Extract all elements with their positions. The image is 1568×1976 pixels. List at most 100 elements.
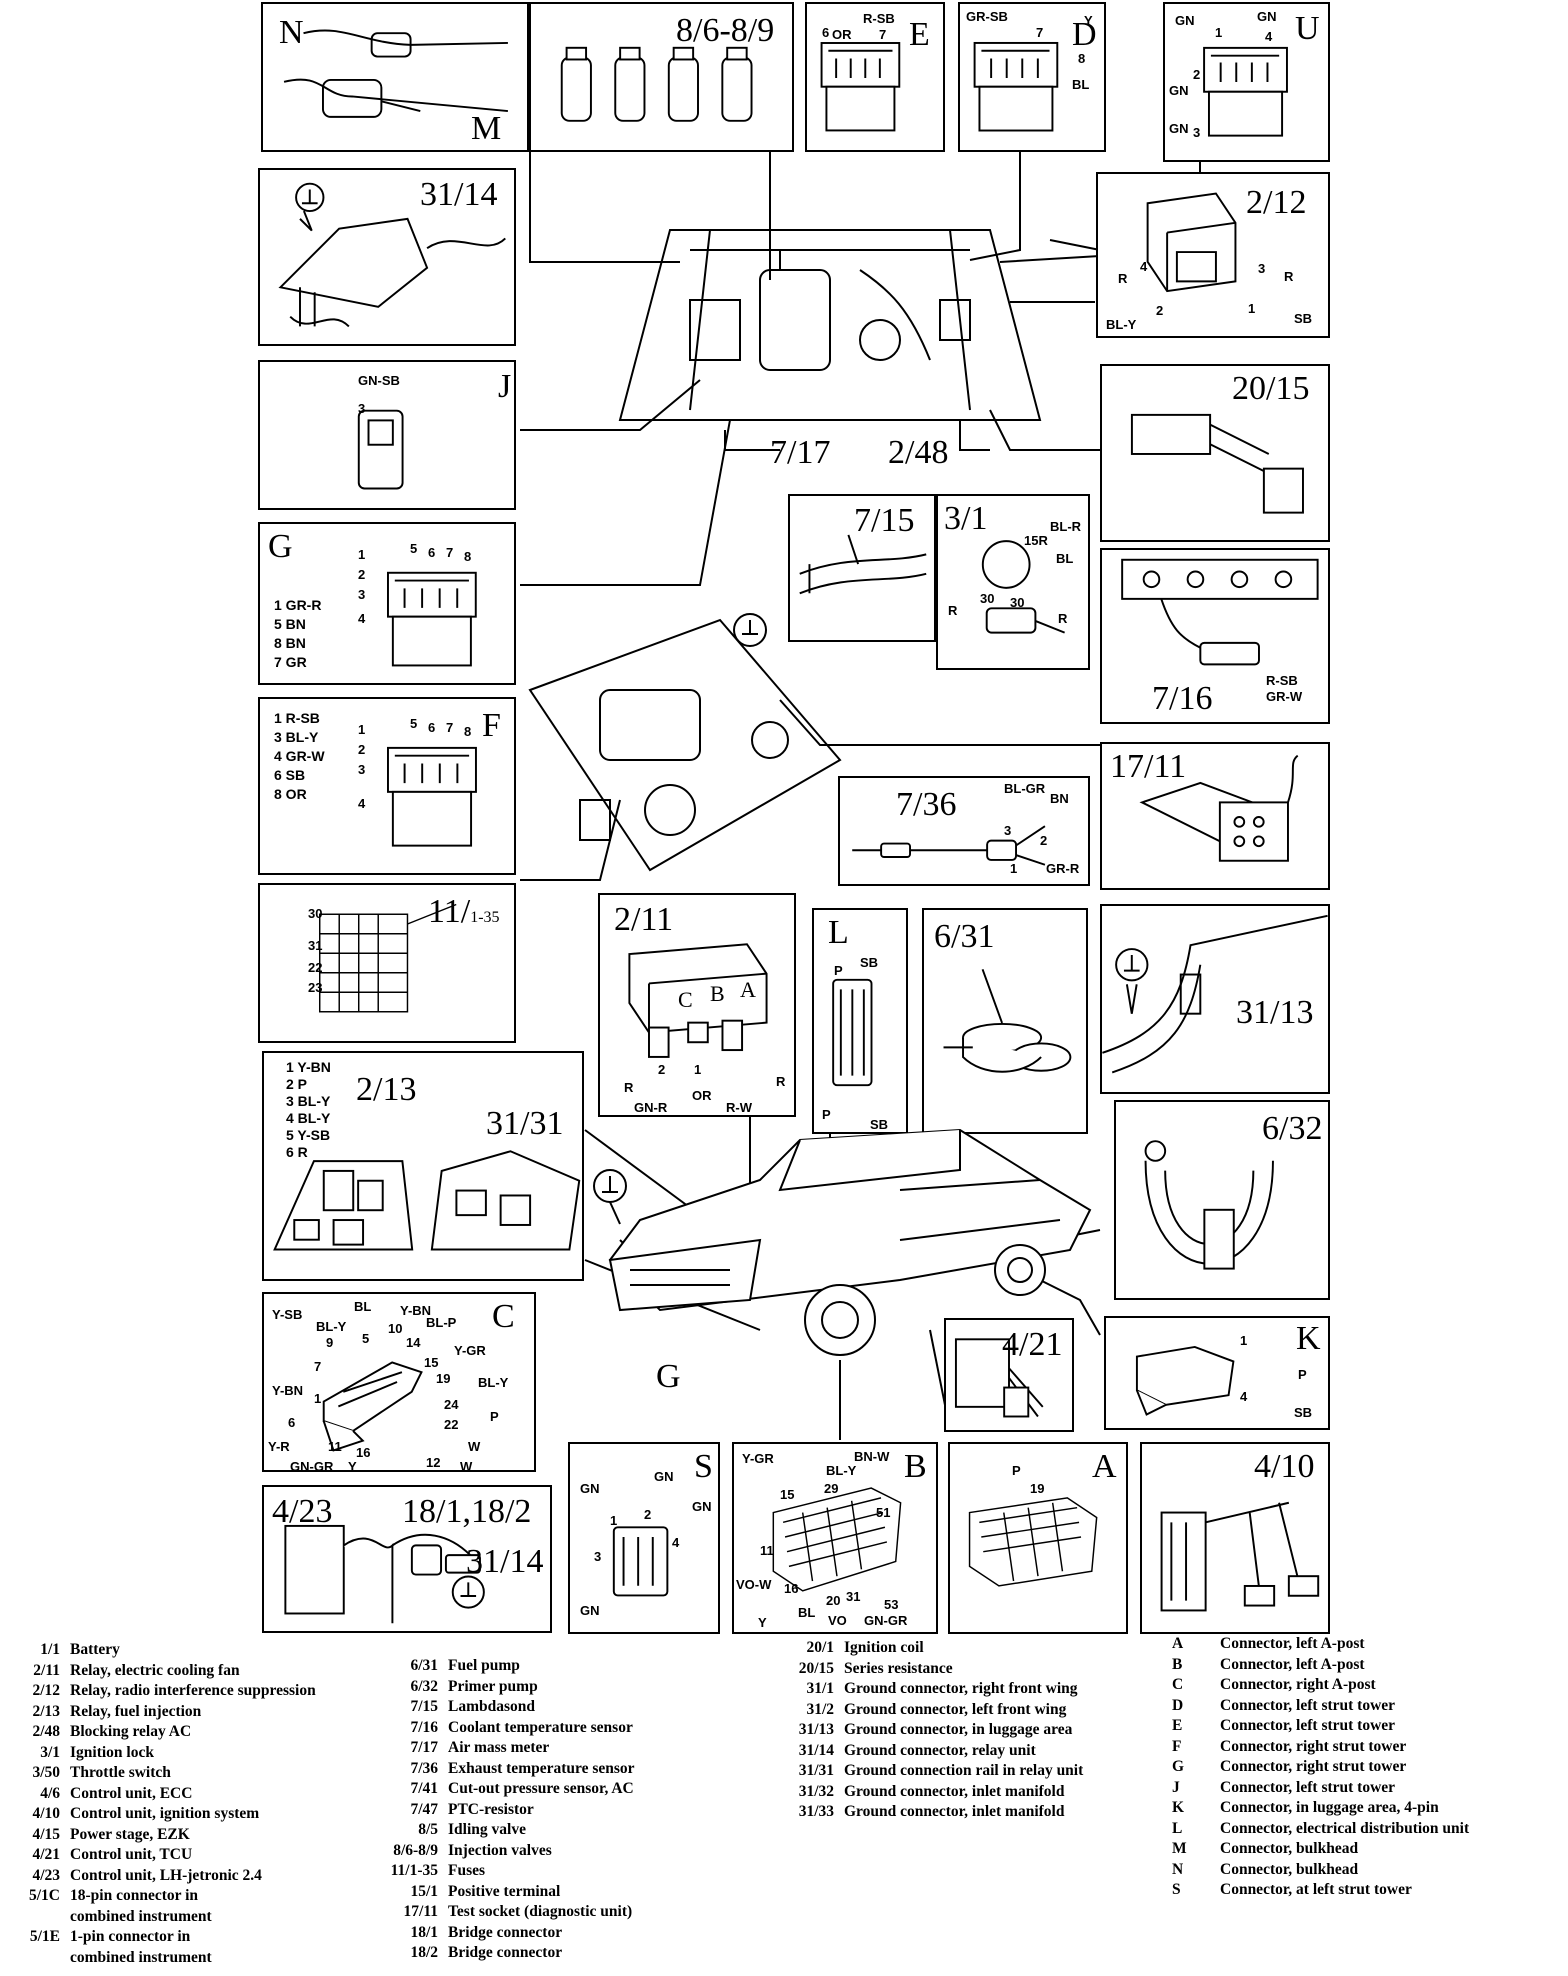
legend-text: Connector, left A-post — [1220, 1655, 1365, 1673]
legend-code: 31/2 — [806, 1700, 834, 1718]
relay-2-12-pin: 1 — [1248, 301, 1256, 316]
pinlist-item: 3 BL-Y — [286, 1093, 331, 1110]
connector-s-pin: GN — [654, 1469, 674, 1484]
connector-m-label: M — [471, 110, 502, 147]
legend-text: Connector, right strut tower — [1220, 1737, 1407, 1755]
panel-test-socket-17-11: 17/11 — [1100, 742, 1330, 890]
connector-c-pin: 6 — [288, 1415, 296, 1430]
exhaust-sensor-label: 7/36 — [896, 786, 957, 823]
connector-b-pin: 29 — [824, 1481, 839, 1496]
legend-code: 3/1 — [40, 1743, 60, 1761]
connector-c-pin: Y-SB — [272, 1307, 303, 1322]
ignition-lock-pin: 30 — [1010, 595, 1025, 610]
legend-code: 31/1 — [806, 1680, 834, 1697]
connector-l-drawing — [832, 978, 873, 1087]
connector-l-label: L — [828, 914, 849, 951]
bulkhead-connectors-drawing — [283, 29, 508, 118]
connector-k-drawing — [1135, 1345, 1235, 1416]
luggage-ground-drawing — [1102, 914, 1328, 1074]
legend-text: Connector, left A-post — [1220, 1635, 1365, 1652]
connector-k-pin: 1 — [1240, 1333, 1248, 1348]
panel-connector-u: GN GN 1 4 GN 2 GN 3 U — [1163, 2, 1330, 162]
legend-item: 20/1 Ignition coil — [790, 1638, 1083, 1659]
connector-d-pin: 8 — [1078, 51, 1086, 66]
panel-ignition-lock-3-1: 3/1 BL-R 15R BL 30 30 R R — [936, 494, 1090, 670]
connector-l-pin: P — [822, 1107, 831, 1122]
connector-g-pin: 7 — [446, 545, 454, 560]
legend-code: 4/23 — [32, 1866, 60, 1884]
connector-k-pin: 4 — [1240, 1389, 1248, 1404]
connector-g-car-label: G — [656, 1358, 681, 1395]
panel-lambdasond-7-15: 7/15 — [788, 494, 936, 642]
injection-valves-label: 8/6-8/9 — [676, 12, 775, 49]
pinlist-item: 5 BN — [274, 615, 306, 632]
legend-code: D — [1172, 1696, 1184, 1714]
connector-j-label: J — [498, 368, 512, 405]
fusebox-drawing — [318, 903, 457, 1013]
relay-2-11-label: 2/11 — [614, 901, 674, 938]
series-resistance-label: 20/15 — [1232, 370, 1310, 407]
connector-l-pin: SB — [870, 1117, 889, 1132]
legend-text: Ignition coil — [844, 1639, 924, 1656]
panel-connector-b: B Y-GR BN-W BL-Y 29 15 51 11 VO-W 16 20 … — [732, 1442, 938, 1634]
legend-code: 8/5 — [418, 1821, 438, 1838]
legend-text: 18-pin connector in — [70, 1887, 199, 1904]
legend-text: Injection valves — [448, 1841, 552, 1859]
exhaust-sensor-pin: BL-GR — [1004, 781, 1046, 796]
relay-2-13-pin-list: 1 Y-BN 2 P 3 BL-Y 4 BL-Y 5 Y-SB 6 R — [286, 1059, 331, 1161]
panel-connector-n-m: N M — [261, 2, 529, 152]
legend-code: 5/1C — [29, 1887, 60, 1904]
legend-text: Battery — [70, 1641, 120, 1658]
legend-code: 20/1 — [806, 1639, 834, 1656]
connector-e-pin: R-SB — [863, 11, 895, 26]
connector-g-pin: 6 — [428, 545, 436, 560]
connector-b-pin: BL-Y — [826, 1463, 857, 1478]
connector-b-pin: VO — [828, 1613, 847, 1628]
tcu-label: 4/21 — [1002, 1326, 1063, 1363]
relay-2-11-pin: R — [776, 1074, 786, 1089]
relay-2-12-drawing — [1146, 192, 1237, 293]
connector-g-pin: 3 — [358, 587, 366, 602]
legend-text: Coolant temperature sensor — [448, 1718, 633, 1736]
car-drawing — [608, 1128, 1092, 1356]
connector-s-pin: 2 — [644, 1507, 652, 1522]
legend-code: 18/2 — [410, 1944, 438, 1961]
connector-d-pin: GR-SB — [966, 9, 1008, 24]
connector-d-pin: 7 — [1036, 25, 1044, 40]
legend-text: Throttle switch — [70, 1764, 171, 1781]
connector-k-pin: P — [1298, 1367, 1307, 1382]
relay-2-12-pin: 4 — [1140, 259, 1148, 274]
coolant-sensor-pin: GR-W — [1266, 689, 1303, 704]
relay-2-11-drawing — [628, 943, 768, 1058]
ignition-lock-pin: BL-R — [1050, 519, 1082, 534]
connector-d-label: D — [1072, 16, 1097, 53]
connector-l-pin: SB — [860, 955, 879, 970]
legend-text: Connector, electrical distribution unit — [1220, 1819, 1470, 1837]
exhaust-sensor-drawing — [852, 825, 1046, 866]
connector-c-pin: GN-GR — [290, 1459, 334, 1472]
ignition-lock-pin: 30 — [980, 591, 995, 606]
injectors-drawing — [560, 46, 753, 122]
legend-text: Test socket (diagnostic unit) — [448, 1903, 633, 1920]
legend-code — [10, 1948, 70, 1969]
connector-c-pin: 15 — [424, 1355, 439, 1370]
legend-code: 17/11 — [403, 1903, 438, 1920]
legend-code: 7/15 — [410, 1698, 438, 1715]
legend-code: 20/15 — [798, 1659, 834, 1677]
connector-c-pin: Y-BN — [400, 1303, 432, 1318]
connector-b-pin: BN-W — [854, 1449, 890, 1464]
connector-s-pin: 4 — [672, 1535, 680, 1550]
connector-c-pin: 16 — [356, 1445, 371, 1460]
legend-code: 4/10 — [32, 1805, 60, 1822]
connector-c-pin: 24 — [444, 1397, 459, 1412]
connector-c-pin: 7 — [314, 1359, 322, 1374]
connector-b-pin: 11 — [760, 1543, 774, 1558]
